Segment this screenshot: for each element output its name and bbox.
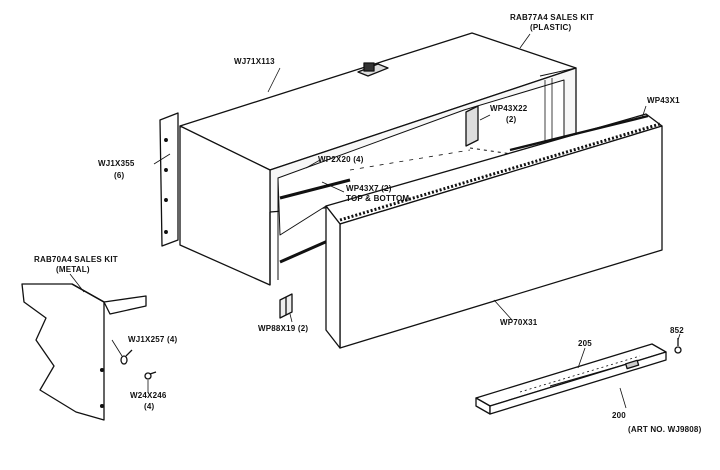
label-wj1x257: WJ1X257 (4)	[128, 335, 177, 344]
label-rab70a4: RAB70A4 SALES KIT	[34, 255, 118, 264]
clip-wp88x19	[279, 293, 293, 319]
label-852: 852	[670, 326, 684, 335]
label-w24x246: W24X246	[130, 391, 167, 400]
label-wp43x1: WP43X1	[647, 96, 680, 105]
label-wp43x22-qty: (2)	[506, 115, 517, 124]
label-wp88x19: WP88X19 (2)	[258, 324, 308, 333]
part-labels: WJ71X113 RAB77A4 SALES KIT (PLASTIC) WP4…	[34, 13, 702, 434]
label-rab77a4-sub: (PLASTIC)	[530, 23, 571, 32]
label-wj1x355-qty: (6)	[114, 171, 125, 180]
label-wj71x113: WJ71X113	[234, 57, 275, 66]
label-wp70x31: WP70X31	[500, 318, 538, 327]
front-panel-wp70x31	[325, 113, 663, 349]
label-rab77a4: RAB77A4 SALES KIT	[510, 13, 594, 22]
label-200: 200	[612, 411, 626, 420]
side-bracket-rab70a4	[21, 283, 147, 421]
screw-852	[674, 338, 682, 354]
label-w24x246-qty: (4)	[144, 402, 155, 411]
label-wp2x20: WP2X20 (4)	[318, 155, 364, 164]
label-wp43x7-sub: TOP & BOTTOM	[346, 194, 409, 203]
label-wp43x7: WP43X7 (2)	[346, 184, 392, 193]
leader-lines	[69, 33, 681, 409]
label-art-no: (ART NO. WJ9808)	[628, 425, 702, 434]
screw-wj1x257	[120, 349, 133, 365]
base-tray-200-205	[475, 343, 667, 415]
mounting-flange	[159, 112, 179, 247]
bracket-wp43x22	[465, 105, 479, 147]
screw-w24x246	[144, 371, 157, 380]
label-wp43x22: WP43X22	[490, 104, 528, 113]
top-latch-bracket	[357, 62, 389, 77]
label-rab70a4-sub: (METAL)	[56, 265, 90, 274]
label-wj1x355: WJ1X355	[98, 159, 135, 168]
label-205: 205	[578, 339, 592, 348]
